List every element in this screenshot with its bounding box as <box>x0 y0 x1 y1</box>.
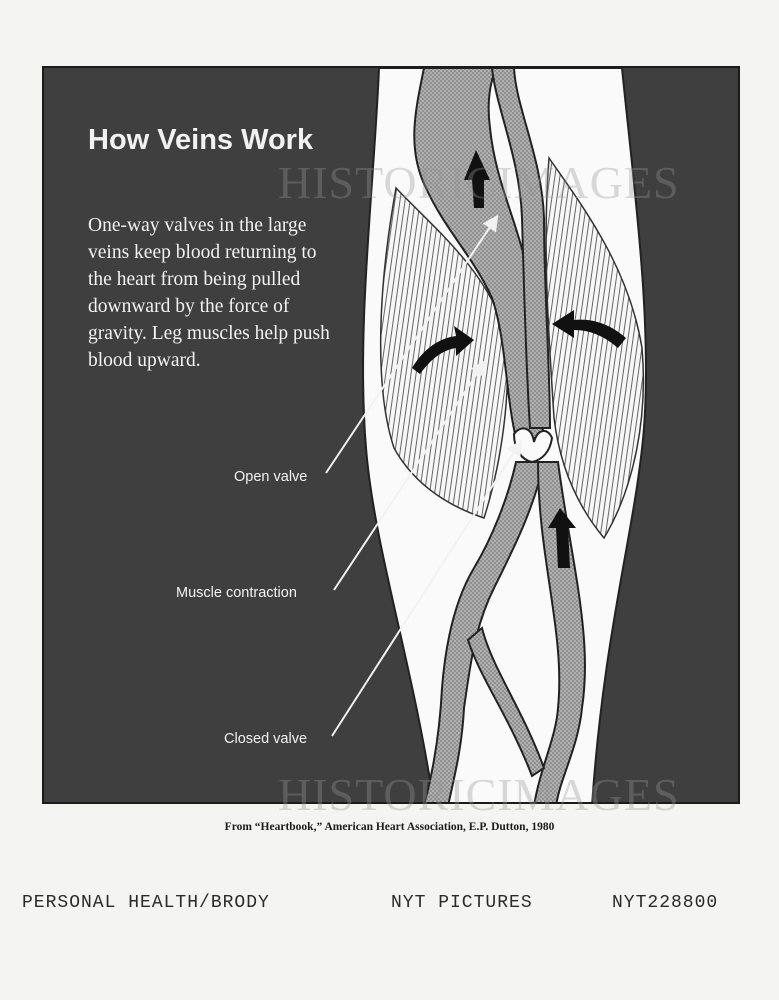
source-credit: From “Heartbook,” American Heart Associa… <box>224 821 555 833</box>
diagram-title: How Veins Work <box>88 124 314 156</box>
muscle-push-arrow-right <box>552 310 626 348</box>
upward-flow-arrow-bottom <box>548 508 576 568</box>
closed-valve-shape <box>512 427 554 464</box>
open-valve-label: Open valve <box>234 469 308 485</box>
closed-valve-label: Closed valve <box>224 731 308 747</box>
muscle-contraction-label: Muscle contraction <box>176 585 297 601</box>
closed-valve-pointer <box>331 439 523 737</box>
branch-vein <box>466 626 546 778</box>
upward-flow-arrow-top <box>464 150 490 208</box>
caption-agency: NYT PICTURES <box>391 893 533 913</box>
diagram-panel: How Veins Work One-way valves in the lar… <box>42 66 740 804</box>
muscle-contraction-pointer <box>333 359 487 591</box>
lower-right-vein <box>533 461 586 802</box>
caption-id: NYT228800 <box>612 893 719 913</box>
lower-left-vein <box>423 461 546 802</box>
right-muscle <box>545 155 645 540</box>
right-upper-vein <box>490 68 552 429</box>
left-muscle <box>379 186 509 519</box>
vein-illustration <box>325 68 647 802</box>
muscle-push-arrow-left <box>412 326 474 374</box>
caption-section: PERSONAL HEALTH/BRODY <box>22 893 270 913</box>
open-valve-pointer <box>325 214 499 474</box>
diagram-description: One-way valves in the large veins keep b… <box>88 215 330 371</box>
